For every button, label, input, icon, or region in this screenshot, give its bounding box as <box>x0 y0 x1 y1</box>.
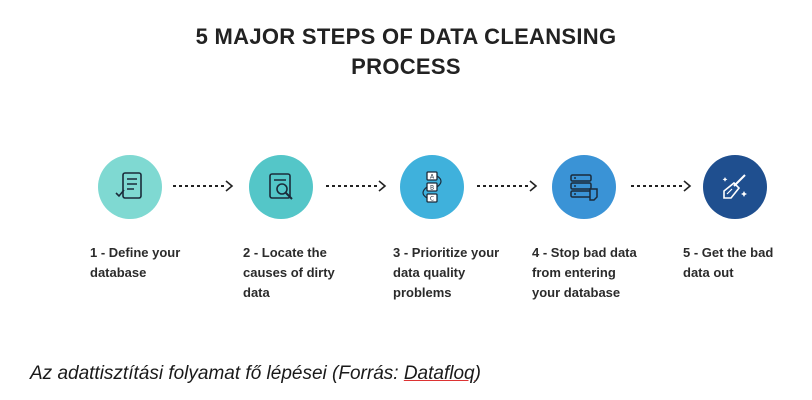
connector-arrow-2 <box>326 180 387 192</box>
step-1-label: 1 - Define your database <box>90 245 181 280</box>
svg-text:A: A <box>430 174 435 181</box>
database-checklist-icon <box>115 172 142 199</box>
step-4-label: 4 - Stop bad data from entering your dat… <box>532 245 637 300</box>
step-4-circle <box>552 155 616 219</box>
caption-text: Az adattisztítási folyamat fő lépései (F… <box>30 363 404 384</box>
step-5-label: 5 - Get the bad data out <box>683 245 774 280</box>
title-line-2: PROCESS <box>351 54 461 79</box>
svg-text:C: C <box>430 196 434 203</box>
step-3-label: 3 - Prioritize your data quality problem… <box>393 245 500 300</box>
caption-end: ) <box>474 363 481 384</box>
step-3-circle: A B C <box>400 155 464 219</box>
connector-arrow-4 <box>631 180 692 192</box>
magnifier-document-icon <box>269 173 293 200</box>
step-5-circle <box>703 155 767 219</box>
abc-priority-icon: A B C <box>422 171 442 203</box>
connector-arrow-3 <box>477 180 538 192</box>
step-2-label: 2 - Locate the causes of dirty data <box>243 245 335 300</box>
connector-arrow-1 <box>173 180 234 192</box>
server-block-icon <box>570 174 598 201</box>
broom-cleaning-icon <box>722 174 747 199</box>
figure-caption: Az adattisztítási folyamat fő lépései (F… <box>30 363 481 385</box>
caption-source: Datafloq <box>403 363 475 384</box>
step-1-circle <box>98 155 162 219</box>
step-2-circle <box>249 155 313 219</box>
diagram-title: 5 MAJOR STEPS OF DATA CLEANSING PROCESS <box>0 22 812 82</box>
svg-text:B: B <box>430 185 434 192</box>
title-line-1: 5 MAJOR STEPS OF DATA CLEANSING <box>195 24 617 49</box>
